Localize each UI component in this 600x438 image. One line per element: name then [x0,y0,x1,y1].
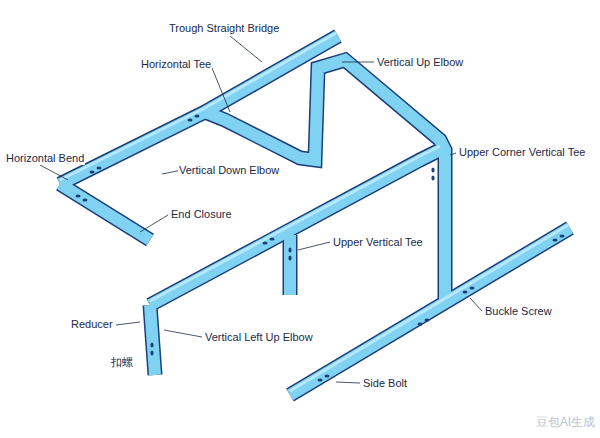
part-label: Trough Straight Bridge [168,22,280,35]
part-label: Reducer [70,318,114,331]
part-label: Vertical Down Elbow [178,164,280,177]
watermark: 豆包AI生成 [535,416,596,429]
part-label: Vertical Left Up Elbow [204,331,314,344]
part-label: Vertical Up Elbow [376,56,464,69]
part-label: Horizontal Bend [5,152,85,165]
part-label: Upper Vertical Tee [332,236,424,249]
part-label: 扣螺 [110,356,134,369]
part-label: Buckle Screw [484,305,553,318]
part-label: Upper Corner Vertical Tee [458,146,586,159]
part-label: Side Bolt [362,377,408,390]
leader-lines [40,36,482,383]
part-label: Horizontal Tee [140,58,212,71]
part-label: End Closure [170,208,233,221]
